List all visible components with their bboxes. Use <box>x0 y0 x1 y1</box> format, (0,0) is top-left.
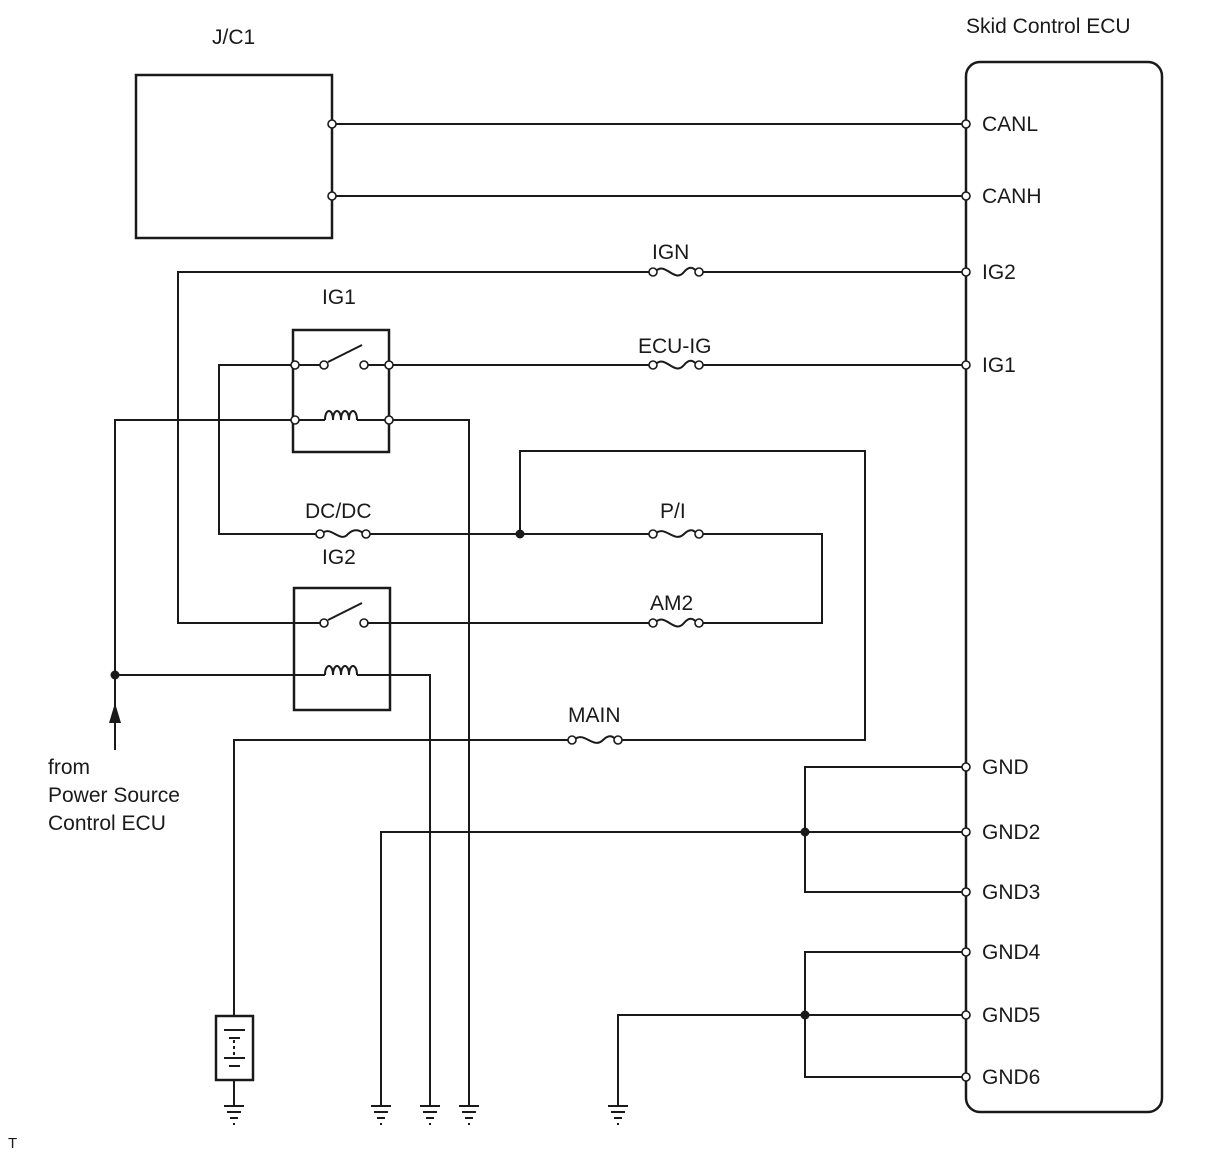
junction-dot <box>800 827 810 837</box>
up-arrow-icon <box>109 703 121 723</box>
ign-fuse-icon <box>648 266 704 277</box>
pin-gnd5: GND5 <box>982 1004 1040 1027</box>
pin-canh: CANH <box>982 185 1042 208</box>
pin-gnd3: GND3 <box>982 881 1040 904</box>
main-loop-wire <box>519 450 866 741</box>
ecu-title: Skid Control ECU <box>966 15 1131 38</box>
ground-icon <box>608 1105 628 1125</box>
pi-to-am2-wire <box>701 533 823 624</box>
fuse-label-ign: IGN <box>652 241 689 264</box>
pin-gnd: GND <box>982 756 1029 779</box>
ig2-relay-switch-contact <box>327 602 363 621</box>
source-note-line3: Control ECU <box>48 812 166 835</box>
relay-control-wire <box>114 419 325 676</box>
fuse-label-pi: P/I <box>660 500 686 523</box>
ig2-relay <box>292 586 392 712</box>
pin-gnd6: GND6 <box>982 1066 1040 1089</box>
gnd2-wire <box>380 831 966 1106</box>
ig1-relay-coil-icon <box>324 410 358 421</box>
ground-icon <box>371 1105 391 1125</box>
pin-ig1: IG1 <box>982 354 1016 377</box>
junction-dot <box>800 1010 810 1020</box>
source-note-line1: from <box>48 756 90 779</box>
pin-canl: CANL <box>982 113 1038 136</box>
source-note-line2: Power Source <box>48 784 180 807</box>
jc1-label: J/C1 <box>212 26 255 49</box>
fuse-label-main: MAIN <box>568 704 621 727</box>
ig1-coil-ground-wire <box>389 419 470 1106</box>
dcdc-fuse-icon <box>315 529 371 539</box>
ground-icon <box>459 1105 479 1125</box>
gnd-gnd3-wire <box>804 766 966 893</box>
am2-fuse-icon <box>648 617 704 628</box>
pi-fuse-icon <box>648 529 704 539</box>
pin-ig2: IG2 <box>982 261 1016 284</box>
ground-icon <box>420 1105 440 1125</box>
ground-icon <box>224 1105 244 1125</box>
ecu-ig-fuse-icon <box>648 359 704 370</box>
ig2-circuit-wire <box>177 271 966 624</box>
main-fuse-icon <box>567 735 623 745</box>
fuse-label-am2: AM2 <box>650 592 693 615</box>
ig1-relay-supply-wire <box>218 364 318 535</box>
relay-label-ig2: IG2 <box>322 546 356 569</box>
main-to-battery-wire <box>233 739 570 1016</box>
ig2-relay-coil-icon <box>324 665 358 676</box>
relay-label-ig1: IG1 <box>322 286 356 309</box>
battery-icon <box>214 1014 255 1082</box>
junction-dot <box>515 529 525 539</box>
skid-control-ecu-box <box>964 60 1164 1114</box>
pin-gnd4: GND4 <box>982 941 1041 964</box>
ig1-relay <box>291 328 391 454</box>
ig1-relay-switch-contact <box>327 344 363 363</box>
ig2-coil-ground-wire <box>357 674 431 1106</box>
pin-gnd2: GND2 <box>982 821 1040 844</box>
jc1-junction-connector <box>134 73 334 240</box>
junction-dot <box>110 670 120 680</box>
gnd5-wire <box>617 1014 966 1106</box>
fuse-label-dcdc: DC/DC <box>305 500 372 523</box>
fuse-label-ecu-ig: ECU-IG <box>638 335 712 358</box>
corner-mark: T <box>8 1135 17 1152</box>
